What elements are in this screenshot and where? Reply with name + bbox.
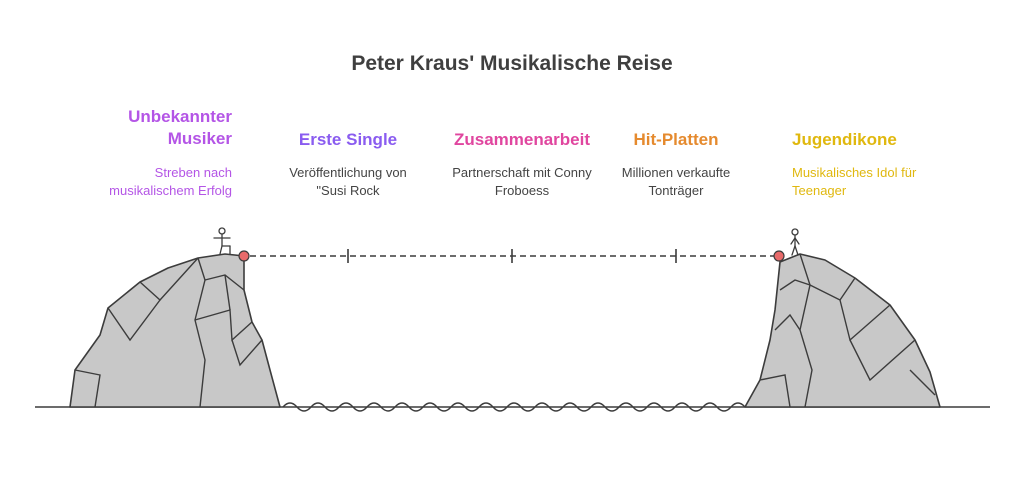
end-marker — [773, 250, 785, 262]
start-marker — [238, 250, 250, 262]
stage-desc-zusammenarbeit: Partnerschaft mit Conny Froboess — [452, 165, 592, 198]
stage-desc-hit-platten: Millionen verkaufte Tonträger — [621, 165, 731, 198]
right-cliff — [744, 253, 941, 408]
left-cliff — [69, 253, 281, 408]
water-waves — [282, 402, 746, 412]
stage-label-zusammenarbeit: Zusammenarbeit — [453, 130, 591, 149]
stage-label-erste-single: Erste Single — [298, 130, 398, 149]
sitting-figure-icon — [213, 227, 231, 255]
page-title: Peter Kraus' Musikalische Reise — [351, 52, 673, 75]
stage-desc-erste-single: Veröffentlichung von "Susi Rock — [289, 165, 407, 198]
stage-desc-unbekannter-musiker: Streben nach musikalischem Erfolg — [109, 165, 232, 198]
standing-figure-icon — [790, 228, 800, 256]
stage-label-jugendikone: Jugendikone — [792, 130, 897, 149]
stage-desc-jugendikone: Musikalisches Idol für Teenager — [792, 165, 917, 198]
stage-label-hit-platten: Hit-Platten — [633, 130, 719, 149]
stage-label-unbekannter-musiker: Unbekannter Musiker — [128, 107, 232, 148]
